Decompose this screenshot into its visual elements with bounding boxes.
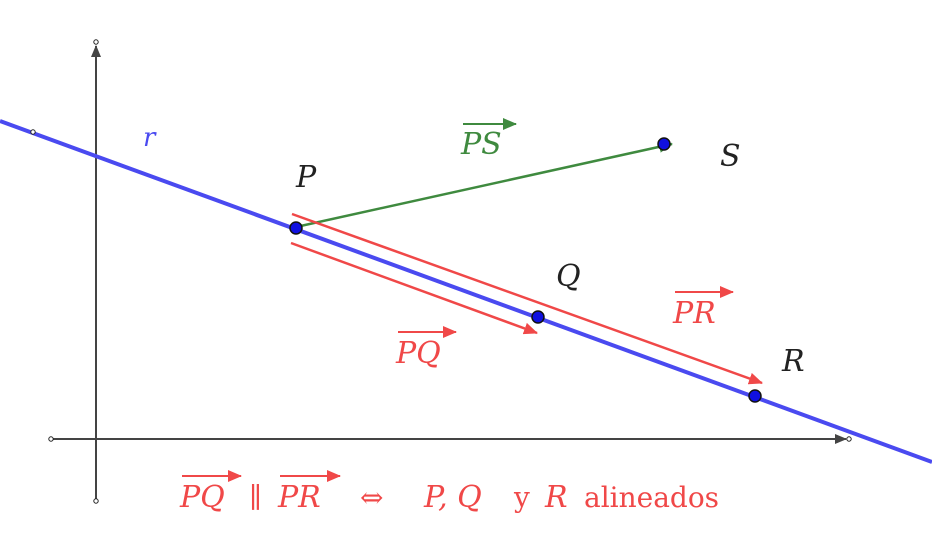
point-R bbox=[748, 389, 762, 403]
point-S bbox=[657, 137, 671, 151]
x-axis-left-endpoint bbox=[48, 436, 54, 442]
formula-parallel-symbol: ∥ bbox=[249, 481, 262, 514]
label-Q: Q bbox=[556, 259, 581, 294]
point-Q bbox=[531, 310, 545, 324]
formula-tail: alineados bbox=[584, 481, 719, 514]
vector-PR bbox=[291, 212, 763, 385]
formula-points: P, Q bbox=[423, 480, 482, 515]
vector-PS bbox=[295, 140, 673, 229]
point-P bbox=[289, 221, 303, 235]
formula-rhs: PR bbox=[277, 480, 321, 515]
label-P: P bbox=[295, 160, 317, 195]
line-r bbox=[0, 119, 932, 464]
label-S: S bbox=[720, 139, 741, 174]
label-vector-PR-text: PR bbox=[672, 296, 716, 331]
formula-iff-symbol: ⇔ bbox=[360, 481, 383, 514]
label-line-r: r bbox=[143, 123, 157, 153]
formula-last: R bbox=[544, 480, 568, 515]
formula-lhs: PQ bbox=[179, 480, 225, 515]
axes bbox=[48, 39, 852, 504]
y-axis-bottom-endpoint bbox=[93, 498, 99, 504]
label-vector-PQ-text: PQ bbox=[395, 336, 441, 371]
formula-and: y bbox=[513, 481, 530, 514]
formula: PQ ∥ PR ⇔ P, Q y R alineados bbox=[179, 470, 719, 515]
x-axis-right-endpoint bbox=[846, 436, 852, 442]
y-axis-top-endpoint bbox=[93, 39, 99, 45]
label-vector-PQ: PQ bbox=[395, 326, 457, 371]
label-vector-PR: PR bbox=[672, 286, 734, 331]
label-vector-PS: PS bbox=[460, 118, 517, 162]
line-r-endpoint bbox=[30, 129, 36, 135]
label-vector-PS-text: PS bbox=[460, 127, 502, 162]
vector-PQ bbox=[290, 241, 538, 335]
label-R: R bbox=[781, 344, 805, 379]
